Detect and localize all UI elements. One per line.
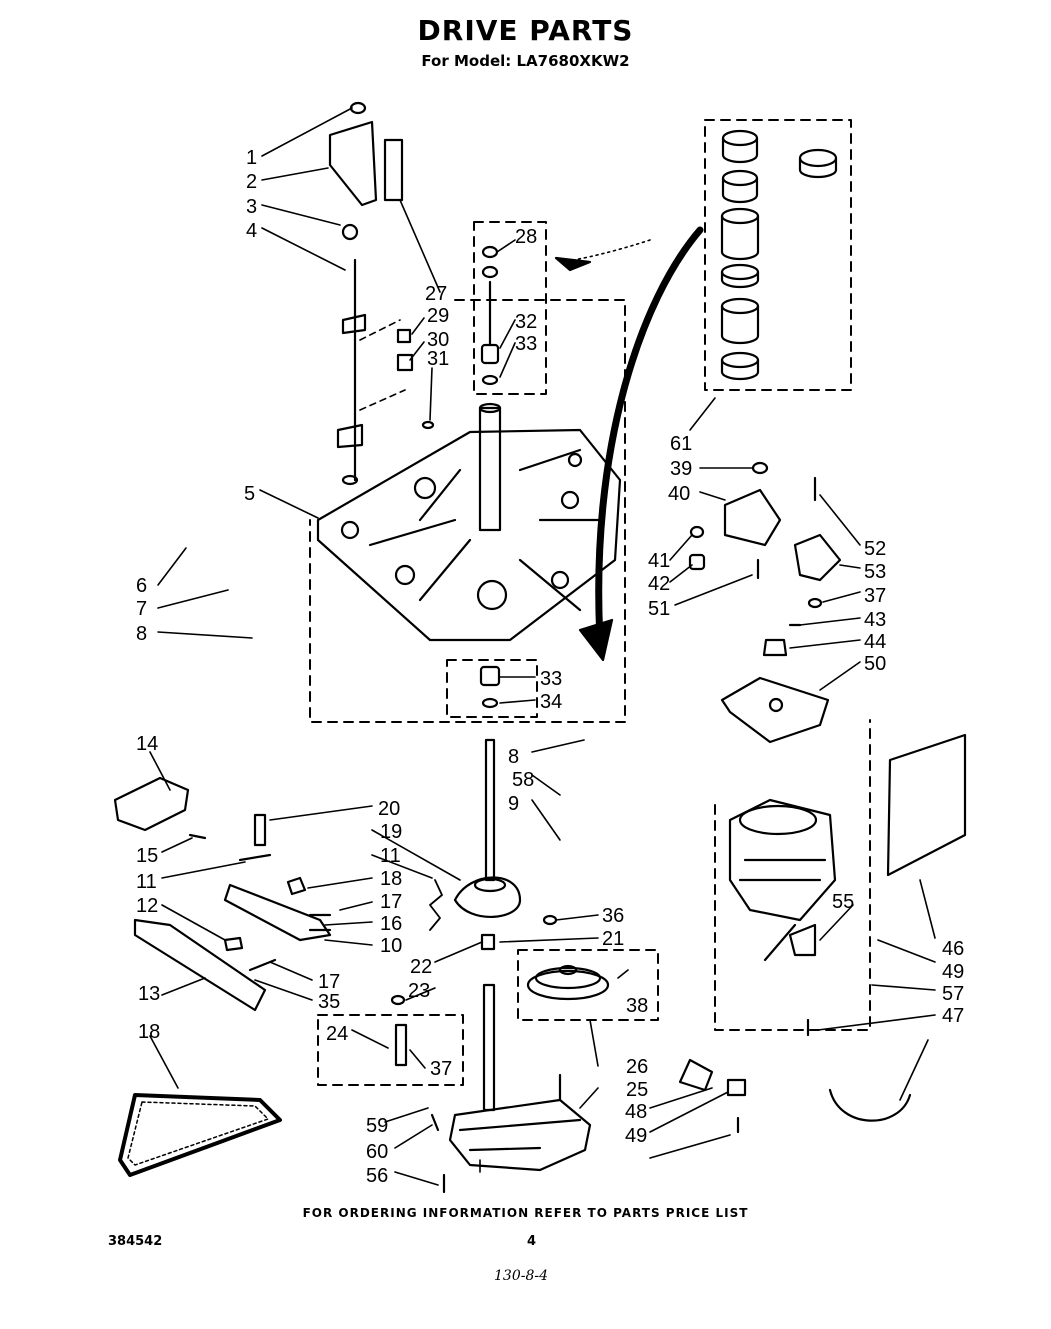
- part-callout: 38: [626, 995, 648, 1017]
- part-callout: 35: [318, 991, 340, 1013]
- lever-assembly: [113, 776, 332, 1012]
- part-callout: 20: [378, 798, 400, 820]
- part-callout: 15: [136, 845, 158, 867]
- page-number: 4: [527, 1234, 537, 1249]
- seal-kit: [720, 129, 838, 381]
- part-callout: 8: [508, 746, 519, 768]
- part-callout: 40: [668, 483, 690, 505]
- part-callout: 27: [425, 283, 447, 305]
- part-callout: 6: [136, 575, 147, 597]
- part-callout: 9: [508, 793, 519, 815]
- part-callout: 55: [832, 891, 854, 913]
- part-callout: 42: [648, 573, 670, 595]
- part-callout: 59: [366, 1115, 388, 1137]
- part-callout: 25: [626, 1079, 648, 1101]
- part-callout: 28: [515, 226, 537, 248]
- part-callout: 11: [380, 845, 401, 867]
- part-callout: 43: [864, 609, 886, 631]
- part-callout: 29: [427, 305, 449, 327]
- dashed-enclosure-main: [309, 119, 871, 1086]
- callout-numbers: 1234272829303132335678613940414251525337…: [136, 147, 964, 1187]
- direction-arrow: [595, 226, 704, 644]
- part-callout: 18: [138, 1021, 160, 1043]
- leader-lines: [149, 107, 936, 1186]
- linkage-assembly: [328, 101, 435, 486]
- part-callout: 16: [380, 913, 402, 935]
- part-callout: 52: [864, 538, 886, 560]
- part-callout: 7: [136, 598, 147, 620]
- part-callout: 17: [318, 971, 340, 993]
- part-callout: 33: [540, 668, 562, 690]
- part-callout: 51: [648, 598, 670, 620]
- part-callout: 11: [136, 871, 157, 893]
- part-callout: 34: [540, 691, 562, 713]
- part-callout: 14: [136, 733, 158, 755]
- part-callout: 23: [408, 980, 430, 1002]
- part-callout: 17: [380, 891, 402, 913]
- part-callout: 50: [864, 653, 886, 675]
- motor: [728, 733, 967, 1122]
- part-callout: 44: [864, 631, 886, 653]
- document-number: 384542: [108, 1234, 163, 1249]
- part-callout: 61: [670, 433, 692, 455]
- part-callout: 3: [246, 196, 257, 218]
- handwritten-note: 130-8-4: [494, 1268, 548, 1284]
- center-shaft-assembly: [478, 245, 502, 882]
- part-callout: 26: [626, 1056, 648, 1078]
- ordering-note: FOR ORDERING INFORMATION REFER TO PARTS …: [302, 1206, 749, 1220]
- part-callout: 58: [512, 769, 534, 791]
- part-callout: 10: [380, 935, 402, 957]
- base-plate: [316, 428, 622, 642]
- part-callout: 56: [366, 1165, 388, 1187]
- page-title: DRIVE PARTS: [417, 14, 634, 47]
- part-callout: 24: [326, 1023, 348, 1045]
- part-callout: 18: [380, 868, 402, 890]
- drive-belt: [118, 1093, 282, 1177]
- part-callout: 4: [246, 220, 257, 242]
- part-callout: 8: [136, 623, 147, 645]
- motor-mount-brackets: [688, 461, 842, 744]
- part-callout: 5: [244, 483, 255, 505]
- part-callout: 49: [942, 961, 964, 983]
- part-callout: 2: [246, 171, 257, 193]
- part-callout: 37: [430, 1058, 452, 1080]
- part-callout: 13: [138, 983, 160, 1005]
- part-callout: 49: [625, 1125, 647, 1147]
- part-callout: 39: [670, 458, 692, 480]
- part-callout: 32: [515, 311, 537, 333]
- part-callout: 60: [366, 1141, 388, 1163]
- part-callout: 19: [380, 821, 402, 843]
- part-callout: 30: [427, 329, 449, 351]
- model-subtitle: For Model: LA7680XKW2: [421, 52, 630, 70]
- part-callout: 57: [942, 983, 964, 1005]
- part-callout: 12: [136, 895, 158, 917]
- transmission-assembly: [390, 876, 747, 1194]
- part-callout: 22: [410, 956, 432, 978]
- part-callout: 46: [942, 938, 964, 960]
- part-callout: 48: [625, 1101, 647, 1123]
- part-callout: 47: [942, 1005, 964, 1027]
- part-callout: 36: [602, 905, 624, 927]
- part-callout: 37: [864, 585, 886, 607]
- part-callout: 31: [427, 348, 449, 370]
- part-callout: 21: [602, 928, 624, 950]
- part-callout: 41: [648, 550, 670, 572]
- part-callout: 1: [246, 147, 257, 169]
- part-callout: 53: [864, 561, 886, 583]
- part-callout: 33: [515, 333, 537, 355]
